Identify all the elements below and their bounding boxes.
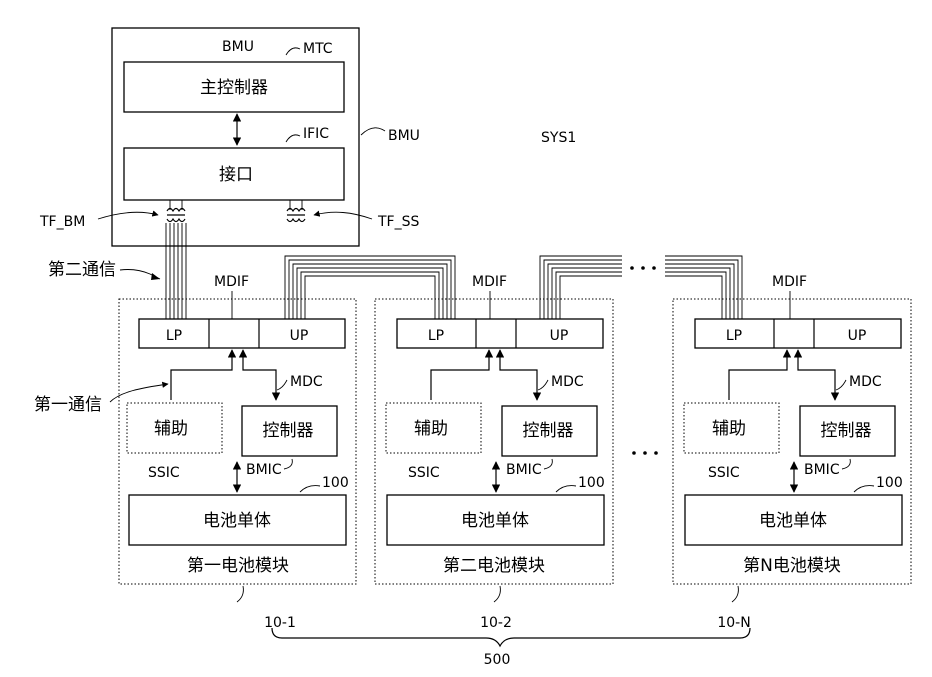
tf-bm-label: TF_BM <box>39 214 85 230</box>
module-n-cell: 电池单体 <box>759 511 827 531</box>
bmu-side-leader <box>361 128 385 135</box>
ref-1-leader <box>237 586 243 602</box>
ref-2-leader <box>494 586 500 602</box>
module-n-bmic: BMIC <box>804 462 840 478</box>
mtc-label: MTC <box>303 41 333 57</box>
module-2-controller: 控制器 <box>523 421 574 441</box>
ref-10-1: 10-1 <box>264 615 296 631</box>
module-n-up: UP <box>848 328 867 344</box>
bmu-title: BMU <box>222 39 254 55</box>
ellipsis-modules-upper <box>632 451 658 455</box>
module-n-controller: 控制器 <box>821 421 872 441</box>
module-1-bmic: BMIC <box>246 462 282 478</box>
module-1-cell: 电池单体 <box>203 511 271 531</box>
system-label: SYS1 <box>541 130 576 146</box>
ellipsis-bus <box>630 266 656 270</box>
module-1-aux: 辅助 <box>154 419 188 439</box>
module-2-mdc: MDC <box>551 374 584 390</box>
battery-module-2: MDIF LP UP MDC 辅助 控制器 SSIC BMIC 100 电池单体… <box>375 274 613 584</box>
module-1-aux-link <box>171 350 232 400</box>
main-controller-label: 主控制器 <box>200 78 268 98</box>
module-1-bmic-leader <box>284 459 292 469</box>
battery-module-n: MDIF LP UP MDC 辅助 控制器 SSIC BMIC 100 电池单体… <box>673 274 911 584</box>
module-2-lp: LP <box>428 328 444 344</box>
bmu-side-label: BMU <box>388 128 420 144</box>
module-1-ssic: SSIC <box>148 465 180 481</box>
comm-bus-up1-to-lp2 <box>285 256 455 320</box>
module-refs: 10-1 10-2 10-N <box>237 586 751 631</box>
module-2-ssic: SSIC <box>408 465 440 481</box>
module-1-mdc: MDC <box>290 374 323 390</box>
module-1-cell-ref: 100 <box>322 475 349 491</box>
second-comm-arrowhead <box>151 273 160 280</box>
group-ref-500: 500 <box>484 652 511 668</box>
module-2-mdc-leader <box>538 380 548 390</box>
module-2-aux: 辅助 <box>414 419 448 439</box>
module-2-cell: 电池单体 <box>461 511 529 531</box>
module-1-name: 第一电池模块 <box>187 556 289 576</box>
module-2-bmic: BMIC <box>506 462 542 478</box>
module-n-lp: LP <box>726 328 742 344</box>
module-n-mdc: MDC <box>849 374 882 390</box>
module-1-mdc-link <box>243 350 276 400</box>
bmu-unit: BMU MTC 主控制器 IFIC BMU 接口 TF_BM TF_SS <box>39 28 420 246</box>
module-2-bmic-leader <box>544 459 552 469</box>
module-2-cell-ref: 100 <box>578 475 605 491</box>
module-n-aux-link <box>729 350 787 400</box>
comm-bus-in-lpn <box>665 256 742 320</box>
module-n-cell-ref: 100 <box>876 475 903 491</box>
ref-10-n: 10-N <box>717 615 750 631</box>
module-1-mdc-leader <box>277 380 287 390</box>
module-2-aux-link <box>431 350 489 400</box>
module-1-lp: LP <box>166 328 182 344</box>
module-n-ssic: SSIC <box>708 465 740 481</box>
module-n-mdif: MDIF <box>772 274 807 290</box>
ref-n-leader <box>732 586 738 602</box>
module-n-aux: 辅助 <box>712 419 746 439</box>
first-comm-label: 第一通信 <box>34 395 102 415</box>
module-2-name: 第二电池模块 <box>443 556 545 576</box>
ific-label: IFIC <box>303 126 329 142</box>
module-1-up: UP <box>290 328 309 344</box>
second-comm-label: 第二通信 <box>48 260 116 280</box>
module-n-mdc-link <box>798 350 835 400</box>
module-n-name: 第N电池模块 <box>743 556 841 576</box>
module-1-cell-leader <box>300 486 320 492</box>
module-n-mdc-leader <box>836 380 846 390</box>
battery-module-1: MDIF LP UP MDC 辅助 控制器 SSIC BMIC 100 电池单体… <box>119 274 356 584</box>
comm-bus-up2-out <box>540 256 622 320</box>
module-2-up: UP <box>550 328 569 344</box>
module-n-cell-leader <box>854 486 874 492</box>
interface-label: 接口 <box>219 165 253 185</box>
tf-ss-label: TF_SS <box>377 214 419 230</box>
module-2-cell-leader <box>556 486 576 492</box>
module-2-mdc-link <box>500 350 537 400</box>
module-2-mdif: MDIF <box>472 274 507 290</box>
ref-10-2: 10-2 <box>480 615 512 631</box>
module-1-mdif: MDIF <box>214 274 249 290</box>
module-n-bmic-leader <box>842 459 850 469</box>
module-1-controller: 控制器 <box>263 421 314 441</box>
